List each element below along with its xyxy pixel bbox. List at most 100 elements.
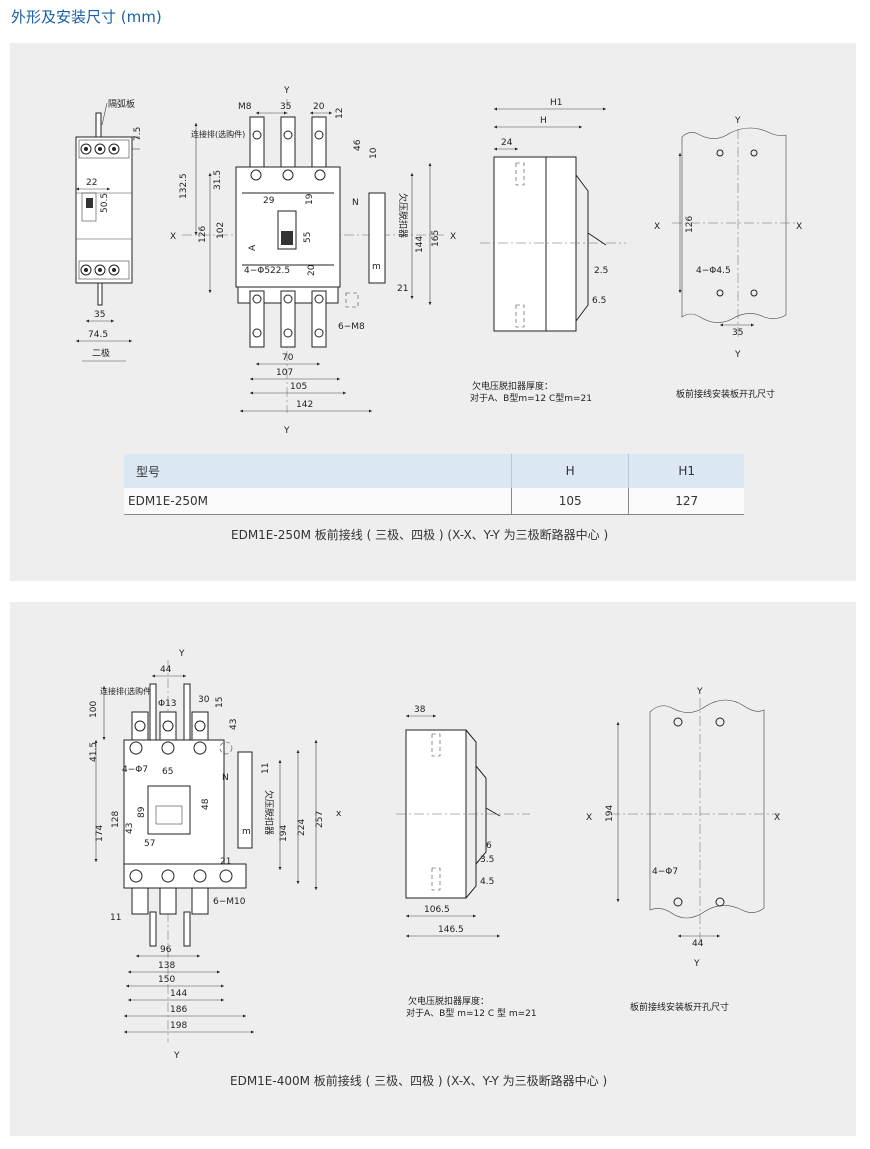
dim-89: 89 bbox=[137, 806, 147, 818]
note2-400m: 对于A、B型 m=12 C 型 m=21 bbox=[406, 1007, 537, 1019]
dim-146-5: 146.5 bbox=[438, 925, 464, 935]
dim-24: 24 bbox=[501, 138, 513, 148]
dim-3-5: 3.5 bbox=[480, 855, 494, 865]
dim-138: 138 bbox=[158, 961, 175, 971]
axis-x-right: X bbox=[450, 232, 456, 242]
plate-y-bottom-2: Y bbox=[693, 959, 700, 969]
dim-12: 12 bbox=[335, 108, 345, 119]
hole-4-phi5: 4−Φ5 bbox=[244, 266, 270, 276]
dim-35: 35 bbox=[94, 310, 105, 320]
drawing-400m: Y Y 44 连接排(选购件) Φ13 30 15 100 43 41.5 4−… bbox=[89, 649, 780, 1061]
dim-2-5: 2.5 bbox=[594, 266, 608, 276]
a-label: A bbox=[248, 244, 258, 251]
panel-edm1e-400m: Y Y 44 连接排(选购件) Φ13 30 15 100 43 41.5 4−… bbox=[10, 602, 856, 1136]
front-view-400m: Y Y 44 连接排(选购件) Φ13 30 15 100 43 41.5 4−… bbox=[89, 649, 342, 1061]
dim-4-5: 4.5 bbox=[480, 877, 494, 887]
phi-13: Φ13 bbox=[158, 699, 177, 709]
dim-m8: M8 bbox=[238, 102, 252, 112]
n-label: N bbox=[352, 198, 359, 208]
col-model: 型号 bbox=[124, 454, 512, 488]
mounting-plate-250m: Y X X 126 4−Φ4.5 35 Y 板前接线安装板开孔尺寸 bbox=[654, 116, 802, 400]
dim-74-5: 74.5 bbox=[88, 330, 108, 340]
undervoltage-label-2: 欠压脱扣器 bbox=[263, 790, 275, 835]
mounting-plate-400m: Y X X 194 4−Φ7 44 Y 板前接线安装板开孔尺寸 bbox=[586, 687, 780, 1013]
dim-h1: H1 bbox=[550, 98, 563, 108]
dim-11: 11 bbox=[261, 763, 271, 774]
dim-h: H bbox=[540, 116, 547, 126]
dim-105: 105 bbox=[290, 382, 307, 392]
plate-x-right: X bbox=[796, 222, 802, 232]
dim-41-5: 41.5 bbox=[89, 742, 99, 762]
cell-h1: 127 bbox=[628, 488, 744, 515]
dim-22-5: 22.5 bbox=[270, 266, 290, 276]
dim-55: 55 bbox=[303, 232, 313, 243]
dim-48: 48 bbox=[201, 798, 211, 810]
dim-150: 150 bbox=[158, 975, 175, 985]
n-label-2: N bbox=[222, 773, 229, 783]
plate-y-top: Y bbox=[734, 116, 741, 126]
note1-400m: 欠电压脱扣器厚度： bbox=[408, 995, 489, 1007]
page-heading: 外形及安装尺寸 (mm) bbox=[11, 8, 162, 26]
dim-31-5: 31.5 bbox=[213, 170, 223, 190]
two-pole-label: 二极 bbox=[92, 347, 110, 359]
caption-250m: EDM1E-250M 板前接线 ( 三极、四极 ) (X-X、Y-Y 为三极断路… bbox=[231, 528, 609, 542]
hole-4-phi7: 4−Φ7 bbox=[122, 765, 148, 775]
dim-6: 6 bbox=[486, 841, 492, 851]
plate-x-left: X bbox=[654, 222, 660, 232]
dim-11b: 11 bbox=[110, 913, 121, 923]
dim-7-5: 7.5 bbox=[133, 127, 143, 141]
drawing-250m: 隔弧板 7.5 22 50.5 35 74.5 bbox=[75, 86, 802, 436]
dim-198: 198 bbox=[170, 1021, 187, 1031]
dim-19: 19 bbox=[305, 193, 315, 205]
dim-6-m10: 6−M10 bbox=[213, 897, 246, 907]
dim-106-5: 106.5 bbox=[424, 905, 450, 915]
axis-x-small: x bbox=[336, 809, 342, 819]
dim-38: 38 bbox=[414, 705, 426, 715]
cell-h: 105 bbox=[511, 488, 630, 515]
dim-15: 15 bbox=[215, 697, 225, 708]
dim-174: 174 bbox=[95, 825, 105, 842]
dim-142: 142 bbox=[296, 400, 313, 410]
dim-57: 57 bbox=[144, 839, 155, 849]
dim-35c: 35 bbox=[732, 328, 743, 338]
dim-21-2: 21 bbox=[220, 857, 231, 867]
hole-4-phi7-plate: 4−Φ7 bbox=[652, 867, 678, 877]
dim-102: 102 bbox=[216, 222, 226, 239]
dim-20: 20 bbox=[313, 102, 325, 112]
plate-x-right-2: X bbox=[774, 813, 780, 823]
dim-70: 70 bbox=[282, 353, 294, 363]
axis-x-left: X bbox=[170, 232, 176, 242]
m-label-2: m bbox=[242, 827, 251, 837]
spec-table: 型号 H H1 EDM1E-250M 105 127 bbox=[124, 454, 744, 515]
front-view-250m: Y Y X X M8 35 20 12 46 10 连接排(选购件) 132.5… bbox=[170, 86, 456, 436]
dim-43b: 43 bbox=[125, 823, 135, 834]
dim-50-5: 50.5 bbox=[100, 193, 110, 213]
two-pole-side-view: 隔弧板 7.5 22 50.5 35 74.5 bbox=[75, 98, 143, 362]
dim-44: 44 bbox=[160, 665, 172, 675]
dim-144-2: 144 bbox=[170, 989, 187, 999]
m-label: m bbox=[372, 262, 381, 272]
dim-224: 224 bbox=[297, 819, 307, 836]
connector-label: 连接排(选购件) bbox=[191, 129, 245, 139]
dim-35b: 35 bbox=[280, 102, 291, 112]
side-profile-250m: H1 H 24 2.5 6.5 欠电压脱扣器厚度： 对于A、B型m=12 C型m… bbox=[470, 98, 626, 404]
dim-20b: 20 bbox=[307, 264, 317, 276]
dim-6-m8: 6−M8 bbox=[338, 322, 365, 332]
dim-65: 65 bbox=[162, 767, 173, 777]
dim-100: 100 bbox=[89, 701, 99, 718]
dim-194b: 194 bbox=[605, 805, 615, 822]
dim-21: 21 bbox=[397, 284, 408, 294]
plate-caption-250m: 板前接线安装板开孔尺寸 bbox=[676, 388, 775, 400]
dim-186: 186 bbox=[170, 1005, 187, 1015]
axis-y-top-2: Y bbox=[178, 649, 185, 659]
dim-96: 96 bbox=[160, 945, 172, 955]
col-h: H bbox=[511, 454, 630, 488]
col-h1: H1 bbox=[628, 454, 744, 488]
dim-194: 194 bbox=[279, 825, 289, 842]
table-row: EDM1E-250M 105 127 bbox=[124, 488, 744, 515]
dim-144: 144 bbox=[415, 236, 425, 253]
side-profile-400m: 38 6 3.5 4.5 106.5 146.5 欠电压脱扣器厚度： 对于A、B… bbox=[396, 705, 537, 1019]
dim-257: 257 bbox=[315, 811, 325, 828]
axis-y-bottom-2: Y bbox=[173, 1051, 180, 1061]
plate-caption-400m: 板前接线安装板开孔尺寸 bbox=[630, 1001, 729, 1013]
